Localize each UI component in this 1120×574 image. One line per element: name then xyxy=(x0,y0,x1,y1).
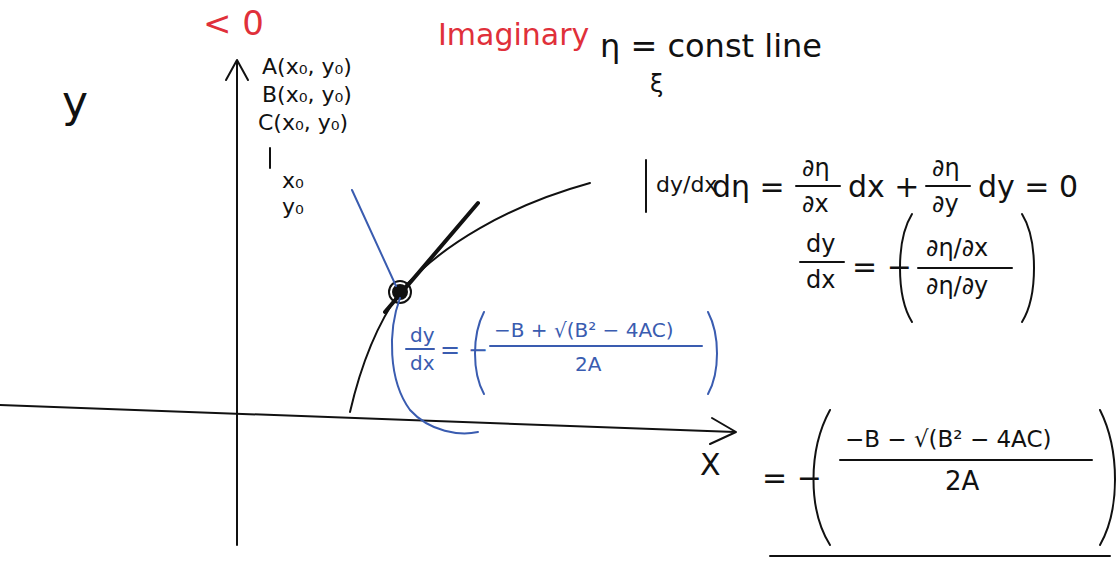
underline xyxy=(770,555,1110,557)
axis-label: y xyxy=(62,80,88,124)
note: Imaginary xyxy=(438,20,589,50)
parenthesis xyxy=(1100,410,1115,545)
tangent-line xyxy=(385,203,478,312)
equation-term: 2A xyxy=(575,354,601,374)
slope-bracket xyxy=(645,160,647,212)
point-label: B(x₀, y₀) xyxy=(262,84,352,106)
equation-term: dx xyxy=(410,353,435,373)
note: < 0 xyxy=(203,6,264,40)
blue-pointer xyxy=(352,190,396,286)
equation-term: ∂y xyxy=(932,192,959,216)
axis-arrowhead xyxy=(710,418,736,444)
equation-term: ∂η xyxy=(932,156,960,180)
equation-term: = − xyxy=(852,252,912,282)
parenthesis xyxy=(708,312,717,394)
point-dot xyxy=(393,285,407,299)
equation-term: 2A xyxy=(945,468,979,494)
coordinate-label: y₀ xyxy=(282,196,304,218)
axis-arrowhead xyxy=(226,60,248,80)
equation-term: ∂x xyxy=(802,192,829,216)
equation-term: dy = 0 xyxy=(978,172,1078,202)
equation-term: ∂η xyxy=(802,156,830,180)
point-label: A(x₀, y₀) xyxy=(262,56,352,78)
axis-label: X xyxy=(700,450,721,480)
equation-term: = − xyxy=(762,463,822,493)
equation-term: dy xyxy=(806,232,835,256)
y-axis xyxy=(236,62,238,545)
equation-term: −B − √(B² − 4AC) xyxy=(845,428,1051,451)
equation-term: dx xyxy=(806,268,835,292)
equation-term: dη = xyxy=(712,172,785,202)
equation-term: dx + xyxy=(848,172,919,202)
equation-term: −B + √(B² − 4AC) xyxy=(494,320,674,340)
coordinate-label: x₀ xyxy=(282,170,304,192)
note: η = const line xyxy=(600,30,822,62)
equation-term: dy xyxy=(410,325,435,345)
equation-term: = − xyxy=(440,338,488,362)
slope-label: dy/dx xyxy=(656,174,717,196)
parenthesis xyxy=(1022,214,1034,322)
point-label: C(x₀, y₀) xyxy=(258,112,348,134)
equation-term: ∂η/∂y xyxy=(926,274,988,298)
tick-mark xyxy=(269,148,271,168)
characteristic-curve xyxy=(350,183,590,412)
blue-pointer xyxy=(392,298,478,433)
equation-term: ∂η/∂x xyxy=(926,236,988,260)
x-axis xyxy=(0,405,735,432)
symbol-label: ξ xyxy=(650,72,663,96)
